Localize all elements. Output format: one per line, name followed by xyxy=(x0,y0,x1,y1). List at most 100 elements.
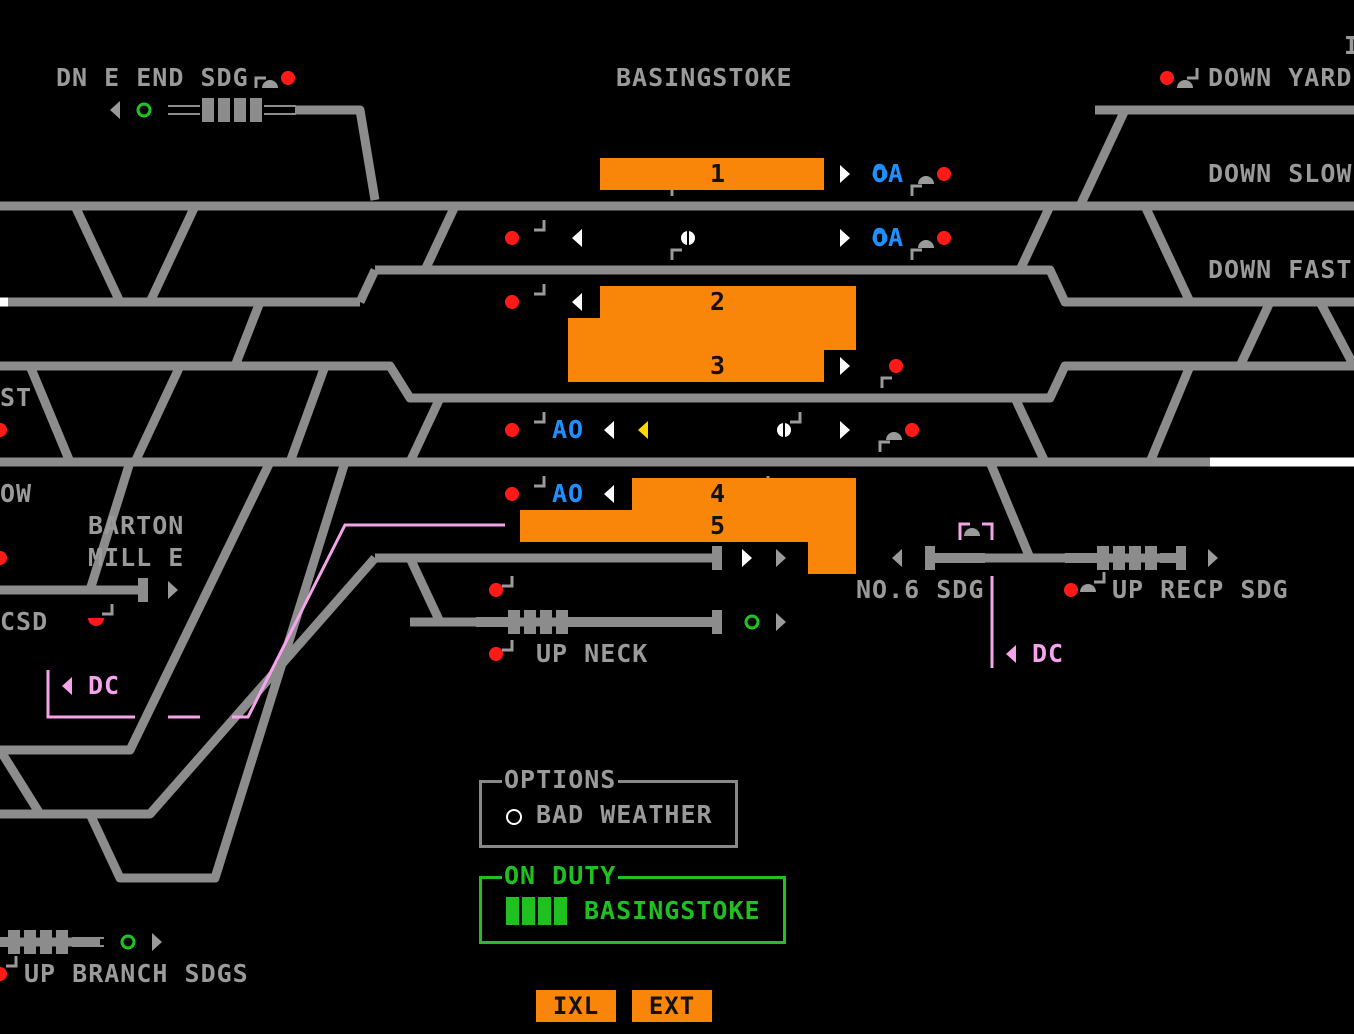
signal-row2-dir[interactable] xyxy=(572,229,582,247)
up-branch-block xyxy=(56,930,68,954)
signal-post-p3-out xyxy=(880,376,892,388)
platform-3-number: 3 xyxy=(710,351,726,380)
label-down-yard: DOWN YARD xyxy=(1208,63,1353,92)
signal-left-st[interactable] xyxy=(0,423,7,437)
bad-weather-label[interactable]: BAD WEATHER xyxy=(536,800,713,829)
up-neck-block xyxy=(508,610,520,634)
crossover-h xyxy=(1316,299,1354,369)
signal-up-neck-green[interactable] xyxy=(744,614,760,630)
label-up-neck: UP NECK xyxy=(536,639,649,668)
label-partial-ow: OW xyxy=(0,479,33,508)
signal-up-branch-green[interactable] xyxy=(120,934,136,950)
options-panel: OPTIONS BAD WEATHER xyxy=(479,766,738,848)
signal-up-recp[interactable] xyxy=(1064,583,1078,597)
dn-e-end-block xyxy=(218,98,230,122)
platform-4-number: 4 xyxy=(710,479,726,508)
signal-dn-e-end[interactable] xyxy=(281,71,295,85)
dn-e-end-block xyxy=(234,98,246,122)
signal-p1-right[interactable] xyxy=(840,165,850,183)
shunt-row430-out xyxy=(886,432,902,440)
signal-dn-e-end-green[interactable] xyxy=(136,102,152,118)
label-dc-left: DC xyxy=(88,671,121,700)
ext-button[interactable]: EXT xyxy=(632,990,712,1022)
signal-row430-dir[interactable] xyxy=(604,421,614,439)
bad-weather-radio[interactable] xyxy=(506,809,522,825)
signal-p2-dir[interactable] xyxy=(572,293,582,311)
platform-5 xyxy=(520,510,856,542)
signal-post-no6-b xyxy=(982,522,994,540)
crossover-k xyxy=(285,364,330,464)
signal-dn-e-end-dir[interactable] xyxy=(110,101,120,119)
up-branch-block xyxy=(40,930,52,954)
platform-3 xyxy=(568,350,824,382)
signal-up-recp-right[interactable] xyxy=(1208,549,1218,567)
signal-csd-shunt[interactable] xyxy=(88,618,104,626)
signal-post-row430-mid xyxy=(790,412,802,424)
signal-p3-right[interactable] xyxy=(840,357,850,375)
signal-row2-left[interactable] xyxy=(505,231,519,245)
signal-post-row2-left xyxy=(534,220,546,232)
signal-left-ow[interactable] xyxy=(0,551,7,565)
dc-left-arrow[interactable] xyxy=(62,677,72,695)
signal-up-slow-right[interactable] xyxy=(742,549,752,567)
crossover-m xyxy=(1010,396,1050,464)
signal-post-row430-left xyxy=(534,412,546,424)
signal-up-branch-right[interactable] xyxy=(152,933,162,951)
platform-2-3-body xyxy=(568,318,856,350)
shunt-no6 xyxy=(964,528,980,536)
signal-p4-left[interactable] xyxy=(505,487,519,501)
signal-p1-out[interactable] xyxy=(937,167,951,181)
signal-p1-oa[interactable] xyxy=(872,166,888,182)
platform-4 xyxy=(632,478,856,510)
label-dc-right: DC xyxy=(1032,639,1065,668)
signal-up-branch[interactable] xyxy=(0,967,7,981)
signal-row430-out[interactable] xyxy=(905,423,919,437)
shunt-p1-out xyxy=(918,176,934,184)
barton-buffer xyxy=(138,578,148,602)
signal-p3-out[interactable] xyxy=(889,359,903,373)
signal-up-neck-right[interactable] xyxy=(776,613,786,631)
dc-right-arrow[interactable] xyxy=(1006,645,1016,663)
up-neck-block xyxy=(540,610,552,634)
crossover-f xyxy=(230,300,265,368)
track-up-neck-diag xyxy=(405,556,445,624)
track-no6-diag xyxy=(985,460,1035,560)
ixl-button[interactable]: IXL xyxy=(536,990,616,1022)
signal-row2-out[interactable] xyxy=(937,231,951,245)
signal-tag-oa-1[interactable]: OA xyxy=(872,159,905,188)
signal-p4-dir[interactable] xyxy=(604,485,614,503)
options-title: OPTIONS xyxy=(502,765,619,794)
signal-tag-ao-1[interactable]: AO xyxy=(552,415,585,444)
label-up-branch-sdgs: UP BRANCH SDGS xyxy=(24,959,249,988)
signal-row2-oa[interactable] xyxy=(872,230,888,246)
signal-up-slow-right2[interactable] xyxy=(776,549,786,567)
signal-no6-left[interactable] xyxy=(892,549,902,567)
crossover-c xyxy=(420,204,460,272)
signal-row2-right[interactable] xyxy=(840,229,850,247)
signal-post-p1-out xyxy=(910,184,922,196)
label-down-slow: DOWN SLOW xyxy=(1208,159,1353,188)
signal-row430-left[interactable] xyxy=(505,423,519,437)
up-recp-block xyxy=(1145,546,1157,570)
up-recp-block xyxy=(1097,546,1109,570)
signal-up-neck-top[interactable] xyxy=(489,583,503,597)
signal-up-neck-bottom[interactable] xyxy=(489,647,503,661)
signal-post-up-neck-top xyxy=(502,576,514,588)
signal-post-row2-out xyxy=(910,248,922,260)
signal-down-yard[interactable] xyxy=(1160,71,1174,85)
on-duty-panel: ON DUTY BASINGSTOKE xyxy=(479,862,786,944)
track-bottom-loop xyxy=(85,460,350,883)
up-recp-buffer xyxy=(1176,546,1186,570)
signal-post-up-branch xyxy=(6,956,18,968)
signal-p2-left[interactable] xyxy=(505,295,519,309)
signal-row430-yellow[interactable] xyxy=(638,421,648,439)
signal-row430-right[interactable] xyxy=(840,421,850,439)
shunt-dn-e-end xyxy=(262,80,278,88)
signal-tag-ao-2[interactable]: AO xyxy=(552,479,585,508)
platform-2-number: 2 xyxy=(710,287,726,316)
label-no6-sdg: NO.6 SDG xyxy=(856,575,985,604)
no6-buffer xyxy=(925,546,935,570)
dc-line-left xyxy=(46,670,135,719)
signal-barton-right[interactable] xyxy=(168,581,178,599)
signal-tag-oa-2[interactable]: OA xyxy=(872,223,905,252)
